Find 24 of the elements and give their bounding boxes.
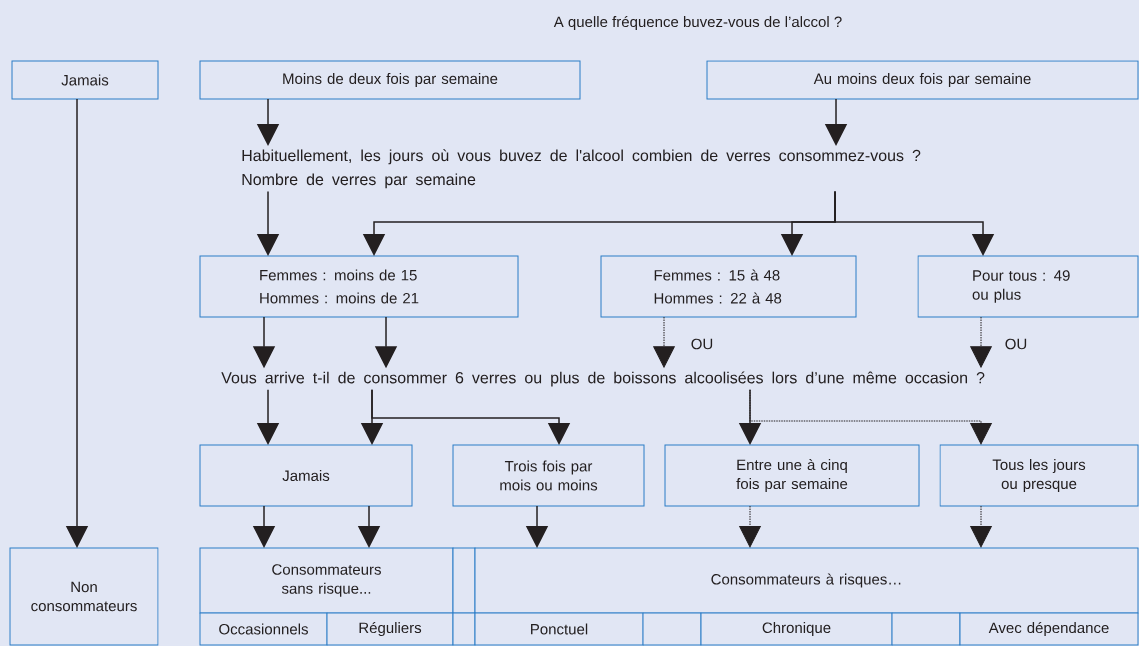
arrow	[749, 389, 992, 445]
answer-box: Jamais	[11, 60, 159, 100]
arrow	[970, 505, 992, 548]
question-text: Vous arrive t-il de consommer 6 verres ou plus de boissons alcoolisées lors d’une même occasion ?	[221, 371, 985, 387]
arrow	[970, 316, 992, 368]
answer-box: Femmes : 15 à 48 Hommes : 22 à 48	[600, 255, 857, 318]
answer-box: Tous les jours ou presque	[939, 444, 1139, 507]
answer-box: Trois fois par mois ou moins	[452, 444, 645, 507]
edge-label: OU	[691, 338, 713, 350]
answer-box: Au moins deux fois par semaine	[706, 60, 1139, 100]
answer-box: Pour tous : 49 ou plus	[917, 255, 1139, 318]
edge-label: OU	[1005, 338, 1027, 350]
answer-box: Jamais	[199, 444, 413, 507]
arrow	[834, 190, 995, 256]
arrow	[653, 316, 675, 368]
arrow	[739, 505, 761, 548]
answer-box: Moins de deux fois par semaine	[199, 60, 581, 100]
category-box: Non consommateurs	[9, 547, 159, 646]
arrow	[371, 389, 571, 445]
question-text: Habituellement, les jours où vous buvez de l'alcool combien de verres consommez-vous ? Nombre de verres par semaine	[242, 149, 921, 189]
table-cell: Occasionnels	[199, 612, 328, 646]
answer-box: Entre une à cinq fois par semaine	[664, 444, 920, 507]
answer-box: Femmes : moins de 15 Hommes : moins de 21	[199, 255, 519, 318]
question-text: A quelle fréquence buvez-vous de l’alccol ?	[553, 15, 842, 31]
